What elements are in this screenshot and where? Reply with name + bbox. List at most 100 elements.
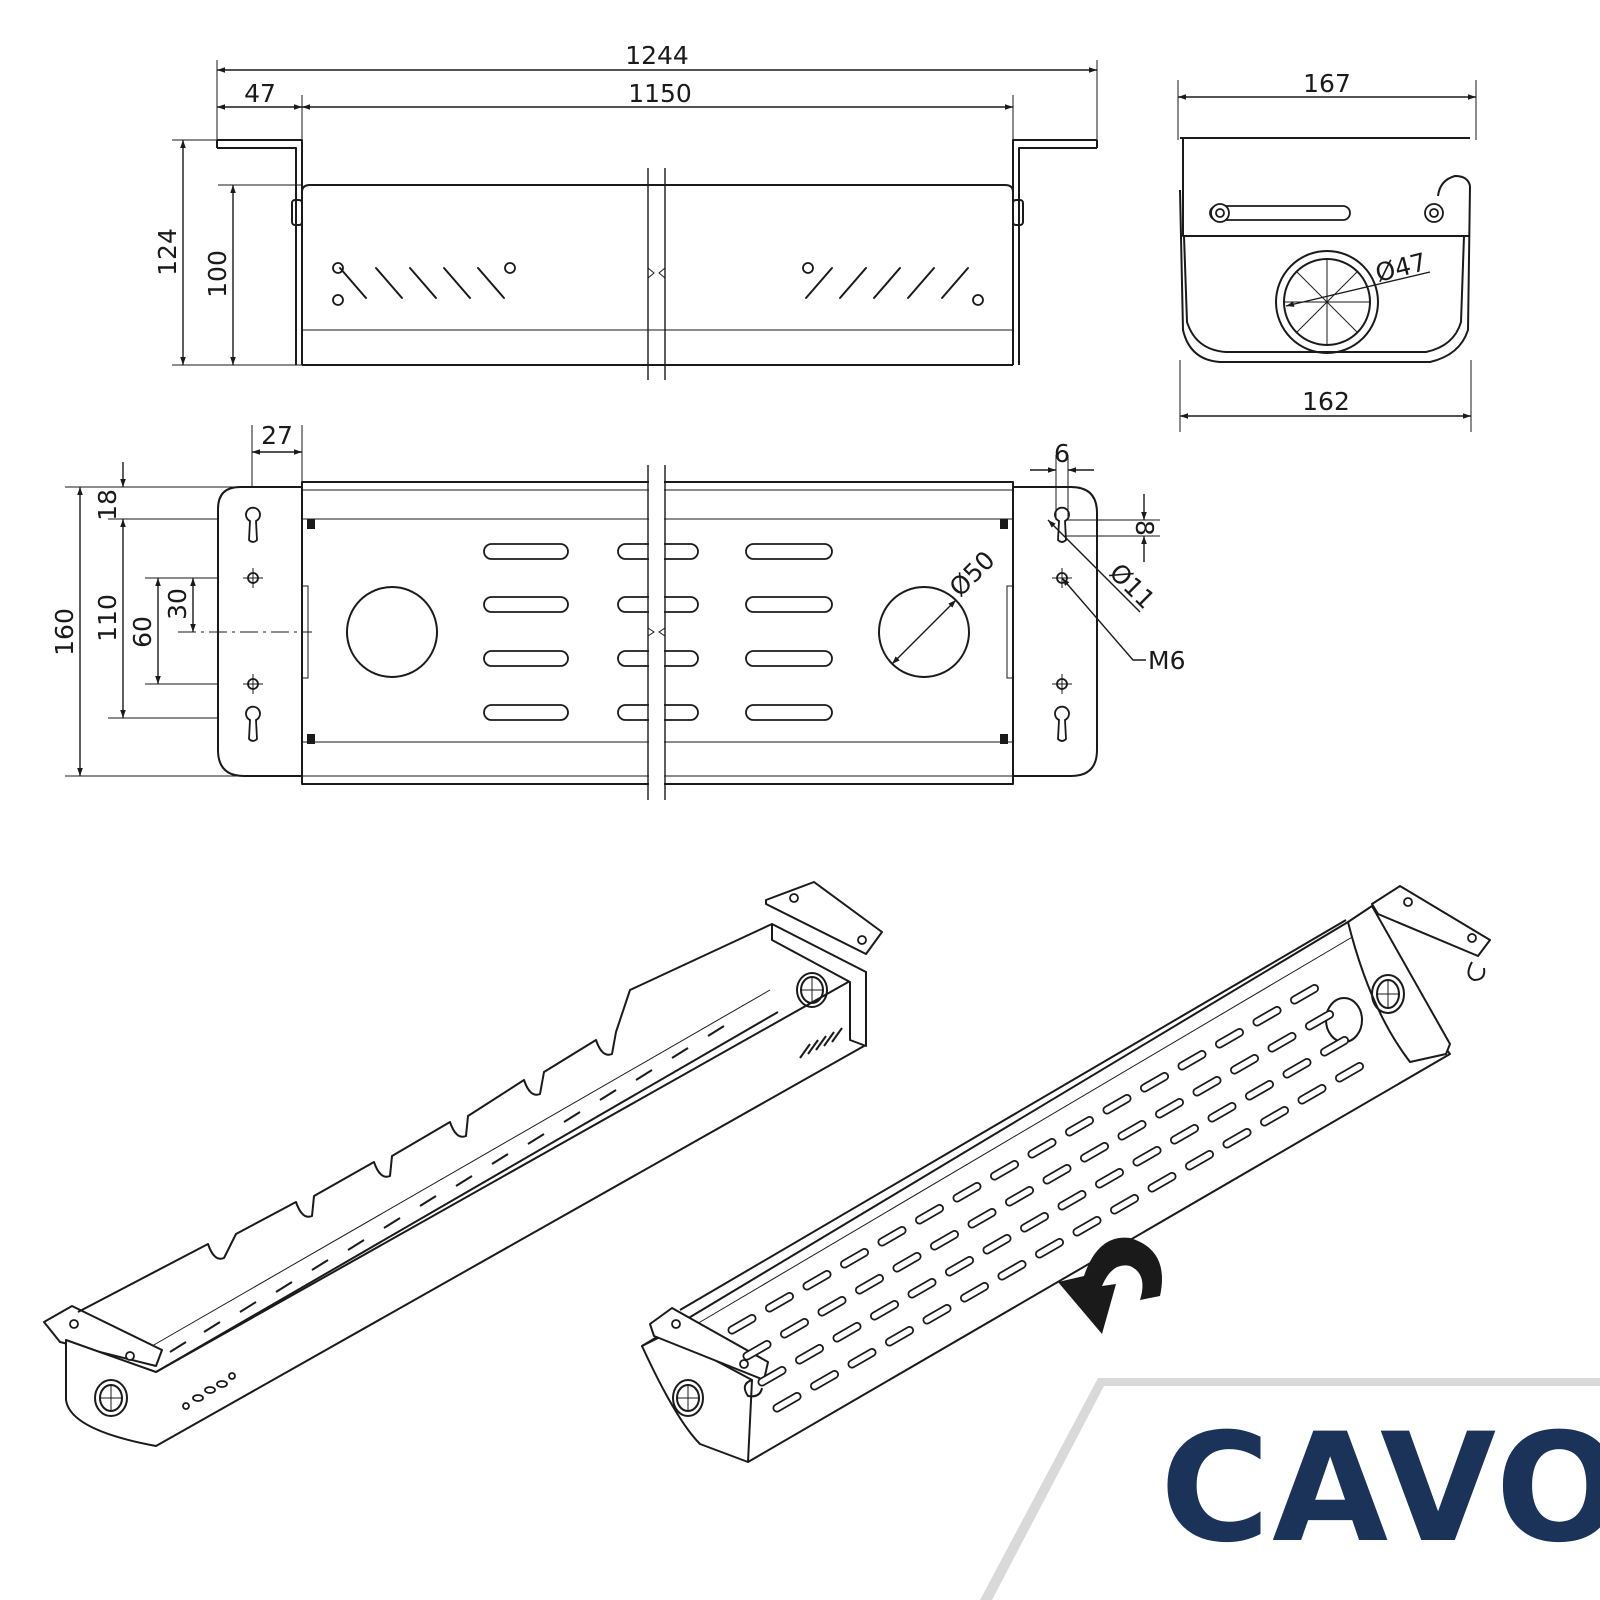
floor-slot-inner — [1216, 1029, 1243, 1047]
front-left-vents — [332, 262, 516, 306]
brand-corner — [980, 1378, 1600, 1600]
side-view: 167 162 Ø47 — [1177, 69, 1477, 432]
dim-bottom-width: 162 — [1302, 387, 1350, 416]
front-right-vents — [802, 262, 984, 306]
front-view: 1244 47 1150 124 100 — [153, 41, 1098, 380]
floor-slot-inner — [931, 1231, 958, 1249]
floor-slot-inner — [841, 1249, 868, 1267]
floor-slot-inner — [1119, 1121, 1145, 1139]
floor-slot-inner — [1194, 1077, 1220, 1095]
floor-slot-inner — [1074, 1217, 1100, 1235]
dim-inner-width: 1150 — [628, 79, 692, 108]
floor-slot-inner — [1006, 1187, 1033, 1205]
floor-slot-inner — [924, 1305, 950, 1323]
floor-slot-inner — [1156, 1099, 1183, 1117]
floor-slot-inner — [879, 1227, 905, 1245]
floor-slot-inner — [819, 1297, 845, 1315]
iso-closed-grommet-right-icon — [1371, 974, 1405, 1014]
left-keyhole-bottom-icon — [245, 705, 261, 742]
dim-total-height: 124 — [153, 228, 182, 276]
floor-slot-inner — [1104, 1095, 1130, 1113]
floor-slot-inner — [1306, 1011, 1333, 1029]
floor-slot-inner — [961, 1283, 988, 1301]
curved-arrow-icon — [1058, 1237, 1162, 1334]
iso-open-vents-right — [799, 1027, 843, 1059]
dim-center-span: 60 — [128, 616, 157, 648]
iso-tray-flipped — [641, 885, 1491, 1463]
iso-open-floor-slots — [169, 1025, 725, 1353]
iso-tray-open — [43, 881, 883, 1447]
right-keyhole-top-icon — [1054, 506, 1070, 543]
floor-slot-inner — [804, 1271, 830, 1289]
floor-slot-inner — [991, 1161, 1018, 1179]
floor-slot-inner — [1171, 1125, 1198, 1143]
floor-slot-inner — [1224, 1129, 1250, 1147]
floor-slot-inner — [969, 1209, 995, 1227]
right-keyhole-bottom-icon — [1054, 705, 1070, 742]
floor-slot-inner — [1299, 1085, 1325, 1103]
side-grommet-icon — [1275, 250, 1379, 354]
floor-slot-inner — [1179, 1051, 1205, 1069]
dim-tab-width: 27 — [261, 421, 293, 450]
floor-slot-inner — [894, 1253, 920, 1271]
floor-slot-inner — [954, 1183, 980, 1201]
brand-logo: CAVO — [1160, 1402, 1600, 1576]
floor-slot-inner — [1036, 1239, 1063, 1257]
floor-slot-inner — [856, 1275, 883, 1293]
floor-slot-inner — [1066, 1117, 1093, 1135]
floor-slot-inner — [834, 1323, 860, 1341]
floor-slot-inner — [984, 1235, 1010, 1253]
dim-grommet-dia: Ø47 — [1372, 247, 1429, 288]
floor-slot-inner — [886, 1327, 913, 1345]
floor-slot-inner — [1149, 1173, 1175, 1191]
floor-slot-inner — [1261, 1107, 1288, 1125]
dim-overall-depth: 160 — [50, 608, 79, 656]
dim-overall-width: 1244 — [625, 41, 689, 70]
floor-slot-inner — [744, 1341, 770, 1359]
iso-closed-grommet-left-icon — [672, 1379, 704, 1417]
floor-slot-inner — [916, 1205, 943, 1223]
dim-half-span: 30 — [163, 588, 192, 620]
left-keyhole-top-icon — [245, 506, 261, 543]
dim-slot-height: 8 — [1130, 520, 1159, 536]
floor-slot-inner — [1141, 1073, 1168, 1091]
floor-slot-inner — [1021, 1213, 1048, 1231]
top-view: 27 18 110 30 60 160 — [50, 421, 1185, 800]
floor-slot-inner — [729, 1315, 755, 1333]
floor-slot-inner — [1246, 1081, 1273, 1099]
floor-slot-inner — [1321, 1037, 1348, 1055]
floor-slot-inner — [781, 1319, 808, 1337]
floor-slot-inner — [909, 1279, 935, 1297]
dim-keyhole-dia: Ø11 — [1104, 558, 1161, 615]
floor-slot-inner — [796, 1345, 823, 1363]
dim-top-width: 167 — [1303, 69, 1351, 98]
floor-slot-inner — [811, 1371, 838, 1389]
iso-open-grommet-left-icon — [94, 1379, 128, 1417]
iso-open-vents-left — [182, 1372, 236, 1410]
floor-slot-inner — [1081, 1143, 1108, 1161]
dim-flange: 47 — [244, 79, 276, 108]
floor-slot-inner — [1291, 985, 1318, 1003]
floor-slot-inner — [1134, 1147, 1160, 1165]
floor-slot-inner — [1186, 1151, 1213, 1169]
dim-hole-width: 6 — [1054, 439, 1070, 468]
iso-closed-floor-slots — [727, 984, 1364, 1413]
floor-slot-inner — [1336, 1063, 1363, 1081]
floor-slot-inner — [1269, 1033, 1295, 1051]
floor-slot-inner — [1254, 1007, 1280, 1025]
floor-slot-inner — [1044, 1165, 1070, 1183]
floor-slot-inner — [999, 1261, 1025, 1279]
iso-open-grommet-right-icon — [796, 972, 828, 1008]
dim-body-height: 100 — [203, 250, 232, 298]
floor-slot-inner — [1284, 1059, 1310, 1077]
floor-slot-inner — [946, 1257, 973, 1275]
floor-slot-inner — [871, 1301, 898, 1319]
floor-slot-inner — [1231, 1055, 1258, 1073]
floor-slot-inner — [1111, 1195, 1138, 1213]
floor-slot-inner — [1029, 1139, 1055, 1157]
floor-slot-inner — [849, 1349, 875, 1367]
dim-edge-offset: 18 — [93, 489, 122, 521]
floor-slot-inner — [1096, 1169, 1123, 1187]
floor-slot-inner — [774, 1393, 800, 1411]
